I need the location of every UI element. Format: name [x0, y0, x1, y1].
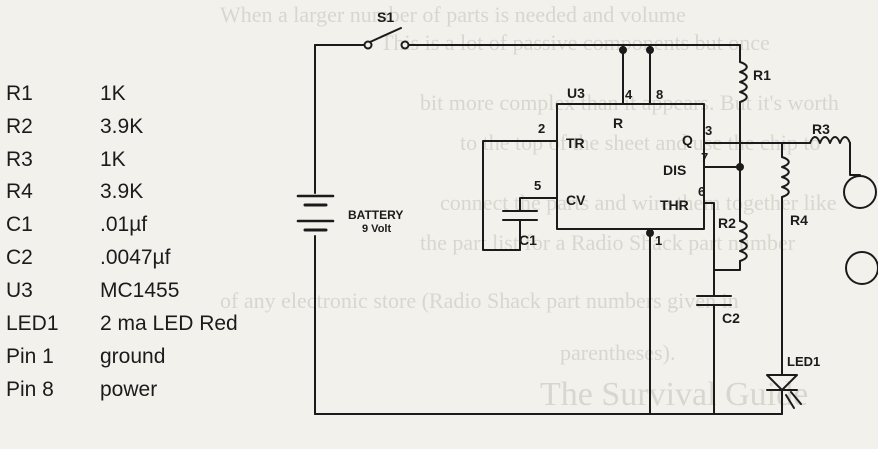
part-ref: U3 — [6, 279, 33, 302]
pin-r-label: R — [613, 115, 623, 131]
part-value: .0047µf — [100, 246, 171, 269]
r2-label: R2 — [718, 215, 736, 231]
pin-num-2: 2 — [538, 121, 545, 136]
pin-num-8: 8 — [656, 87, 663, 102]
part-value: ground — [100, 345, 166, 368]
pin-num-4: 4 — [625, 87, 633, 102]
junction-dot — [736, 163, 744, 171]
part-ref: R1 — [6, 82, 33, 105]
resistor-r2 — [739, 220, 748, 262]
part-ref: R2 — [6, 115, 33, 138]
part-ref: LED1 — [6, 312, 59, 335]
background-text-8: parentheses). — [560, 340, 676, 365]
part-value: power — [100, 378, 158, 401]
c2-label: C2 — [722, 310, 740, 326]
r1-label: R1 — [753, 67, 771, 83]
switch-contact-left — [363, 40, 373, 50]
pin-tr-label: TR — [566, 135, 585, 151]
part-ref: C1 — [6, 213, 33, 236]
output-terminal-top — [843, 175, 877, 209]
background-text-7: of any electronic store (Radio Shack par… — [220, 288, 739, 313]
c1-label: C1 — [519, 232, 537, 248]
pin-num-7: 7 — [701, 150, 708, 165]
part-value: 1K — [100, 82, 126, 105]
wire-pin7 — [703, 166, 741, 222]
switch-blade — [369, 27, 402, 43]
resistor-r3 — [809, 136, 851, 144]
led1-label: LED1 — [787, 354, 820, 369]
background-text-1: When a larger number of parts is needed … — [220, 2, 686, 27]
part-ref: R3 — [6, 148, 33, 171]
r4-label: R4 — [790, 212, 808, 228]
wire-r3-right — [849, 142, 861, 176]
background-text-3: bit more complex than it appears. But it… — [420, 90, 839, 115]
background-text-2: This is a lot of passive components but … — [380, 30, 770, 55]
battery-label: BATTERY — [348, 208, 403, 222]
part-ref: Pin 1 — [6, 345, 54, 368]
pin-thr-label: THR — [660, 197, 689, 213]
pin-dis-label: DIS — [663, 162, 686, 178]
background-heading: The Survival Guide — [540, 376, 809, 413]
part-value: 2 ma LED Red — [100, 312, 238, 335]
wire-pin5 — [519, 197, 558, 212]
part-value: .01µf — [100, 213, 148, 236]
wire-r2-bottom — [713, 260, 741, 271]
pin-num-5: 5 — [534, 178, 541, 193]
part-value: MC1455 — [100, 279, 180, 302]
pin-cv-label: CV — [566, 192, 586, 208]
led1-ray — [790, 391, 802, 405]
resistor-r4 — [781, 156, 790, 198]
pin-q-label: Q — [682, 132, 693, 148]
junction-dot — [619, 46, 627, 54]
part-ref: Pin 8 — [6, 378, 54, 401]
part-ref: C2 — [6, 246, 33, 269]
part-value: 3.9K — [100, 180, 144, 203]
part-value: 1K — [100, 148, 126, 171]
switch-contact-right — [400, 40, 410, 50]
pin-num-6: 6 — [698, 184, 705, 199]
wire-pin2 — [482, 140, 558, 251]
switch-s1-label: S1 — [377, 9, 394, 25]
pin-num-3: 3 — [705, 123, 712, 138]
junction-dot — [646, 229, 654, 237]
junction-dot — [646, 46, 654, 54]
r3-label: R3 — [812, 121, 830, 137]
wire-pin6 — [703, 202, 715, 297]
led1-ray — [785, 394, 795, 409]
output-terminal-bottom — [845, 251, 878, 285]
ic-u3-label: U3 — [567, 85, 585, 101]
led1-body — [766, 374, 798, 391]
part-value: 3.9K — [100, 115, 144, 138]
pin-num-1: 1 — [655, 233, 662, 248]
resistor-r1 — [739, 61, 748, 103]
part-ref: R4 — [6, 180, 33, 203]
battery-voltage-label: 9 Volt — [362, 223, 391, 235]
